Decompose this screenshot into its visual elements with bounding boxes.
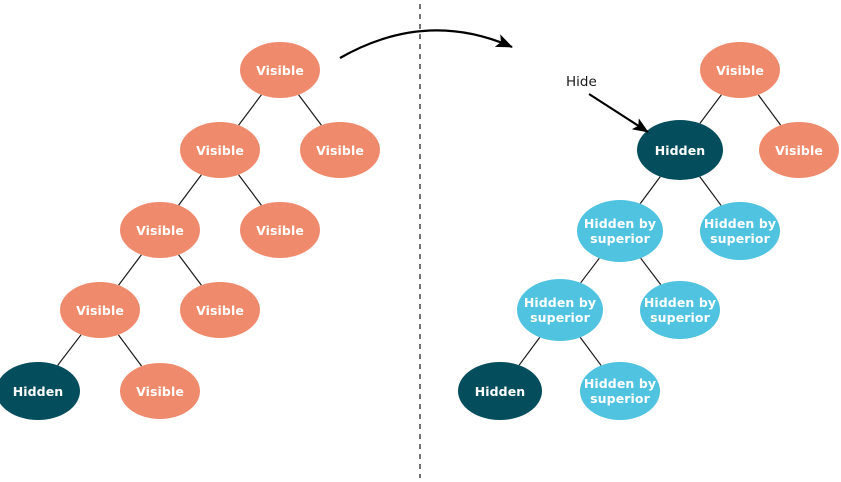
tree-node-visible[interactable] [120,202,200,258]
tree-node-visible[interactable] [300,122,380,178]
tree-node-visible[interactable] [60,282,140,338]
hide-arrow [588,93,649,133]
tree-edge [117,334,143,367]
tree-edge [699,94,722,124]
tree-edge [178,254,202,286]
tree-node-visible[interactable] [180,122,260,178]
transition-arrow [339,29,513,59]
tree-edge [639,176,661,205]
tree-edge [580,257,600,284]
tree-node-hidden-by-superior[interactable] [640,281,720,339]
tree-edge [178,174,202,206]
tree-node-visible[interactable] [180,282,260,338]
tree-node-visible[interactable] [120,363,200,419]
tree-node-hidden-by-superior[interactable] [700,202,780,260]
tree-node-visible[interactable] [759,122,839,178]
tree-edge [118,254,142,286]
tree-edge [57,334,82,366]
tree-edge [298,94,322,126]
tree-node-hidden-by-superior[interactable] [517,279,603,341]
tree-node-hidden[interactable] [0,362,80,420]
hide-annotation-label: Hide [566,74,597,90]
tree-node-hidden-by-superior[interactable] [580,362,660,420]
tree-edge [757,94,782,126]
tree-edge [238,174,262,206]
tree-node-hidden[interactable] [458,362,542,420]
tree-node-hidden[interactable] [637,120,723,180]
nodes-layer [0,42,839,420]
edges-layer [57,94,782,367]
tree-node-visible[interactable] [700,42,780,98]
tree-edge [579,336,602,366]
tree-edge [238,94,262,126]
tree-node-hidden-by-superior[interactable] [577,200,663,262]
tree-node-visible[interactable] [240,202,320,258]
tree-node-visible[interactable] [240,42,320,98]
tree-edge [640,257,662,285]
tree-edge [518,336,541,366]
tree-edge [699,176,722,206]
annotations-layer [339,4,649,478]
